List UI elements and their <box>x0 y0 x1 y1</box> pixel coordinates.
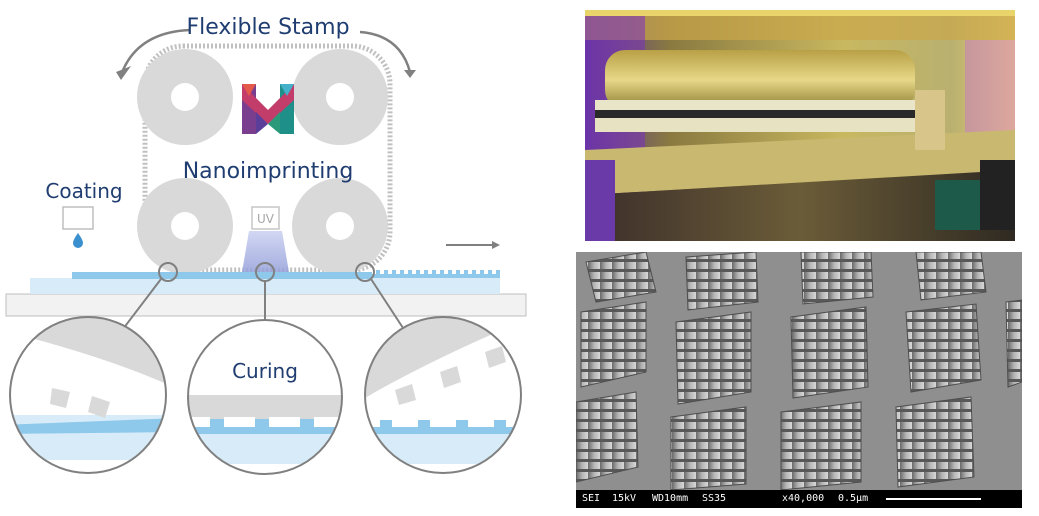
sem-spot: SS35 <box>702 493 727 504</box>
callout-point-left <box>158 262 178 282</box>
sem-scale-label: 0.5µm <box>838 493 869 504</box>
sem-micrograph: SEI 15kV WD10mm SS35 x40,000 0.5µm <box>576 252 1022 508</box>
callout-line-right <box>370 278 406 332</box>
sem-detector: SEI <box>582 493 601 504</box>
detail-release <box>364 316 522 474</box>
nanoimprint-process-diagram: Flexible Stamp Nanoimprinting UV Coating <box>5 15 527 475</box>
callout-line-left <box>119 278 162 334</box>
callout-point-right <box>355 262 375 282</box>
sem-info-bar: SEI 15kV WD10mm SS35 x40,000 0.5µm <box>576 490 1022 508</box>
company-logo <box>242 84 294 134</box>
detail-contact <box>9 316 167 474</box>
rotation-arrow-right <box>359 30 412 73</box>
coating-label: Coating <box>45 179 122 203</box>
roller-top-left <box>137 49 233 145</box>
equipment-photo <box>585 10 1015 241</box>
nanoimprinting-label: Nanoimprinting <box>183 159 354 184</box>
coating-dispenser <box>62 206 94 230</box>
imprinted-pattern <box>372 270 500 278</box>
uv-lamp <box>251 206 280 230</box>
arrow-head-right <box>404 70 416 78</box>
uv-label: UV <box>257 212 275 226</box>
sem-scale-bar <box>886 498 981 500</box>
sem-working-distance: WD10mm <box>652 493 689 504</box>
rotation-arrow-left <box>121 28 191 71</box>
roller-top-right <box>292 49 388 145</box>
curing-label: Curing <box>232 359 298 383</box>
roller-bottom-left <box>137 178 233 274</box>
detail-curing: Curing <box>187 319 343 475</box>
resin-layer <box>72 272 372 279</box>
resin-droplet-icon <box>73 233 83 248</box>
sem-magnification: x40,000 <box>782 493 825 504</box>
sem-voltage: 15kV <box>612 493 637 504</box>
arrow-head-left <box>116 66 131 80</box>
motion-arrow-head <box>492 241 500 249</box>
flexible-stamp-label: Flexible Stamp <box>186 15 349 40</box>
roller-bottom-right <box>292 178 388 274</box>
